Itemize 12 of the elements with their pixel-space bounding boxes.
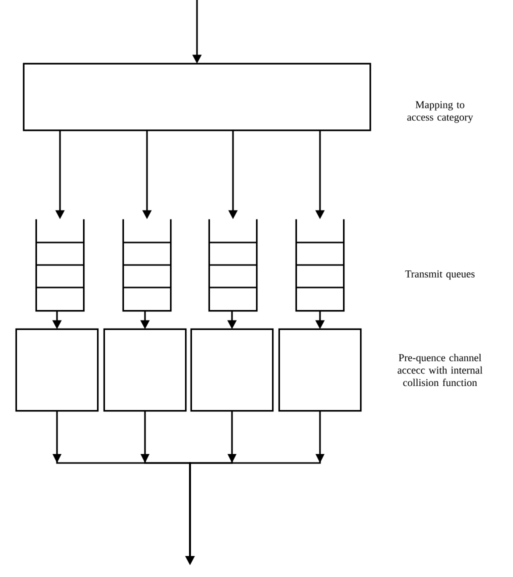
process-box [103, 328, 187, 412]
queue-stack [35, 219, 85, 312]
queue-stack [295, 219, 345, 312]
annotation: Pre-quence channel accecc with internal collision function [398, 354, 482, 386]
queue-stack [122, 219, 172, 312]
annotation: Mapping to access category [407, 101, 474, 123]
process-box [15, 328, 99, 412]
process-box [278, 328, 362, 412]
annotation: Transmit queues [405, 270, 475, 280]
queue-stack [208, 219, 258, 312]
process-box [190, 328, 274, 412]
process-box [22, 62, 372, 132]
